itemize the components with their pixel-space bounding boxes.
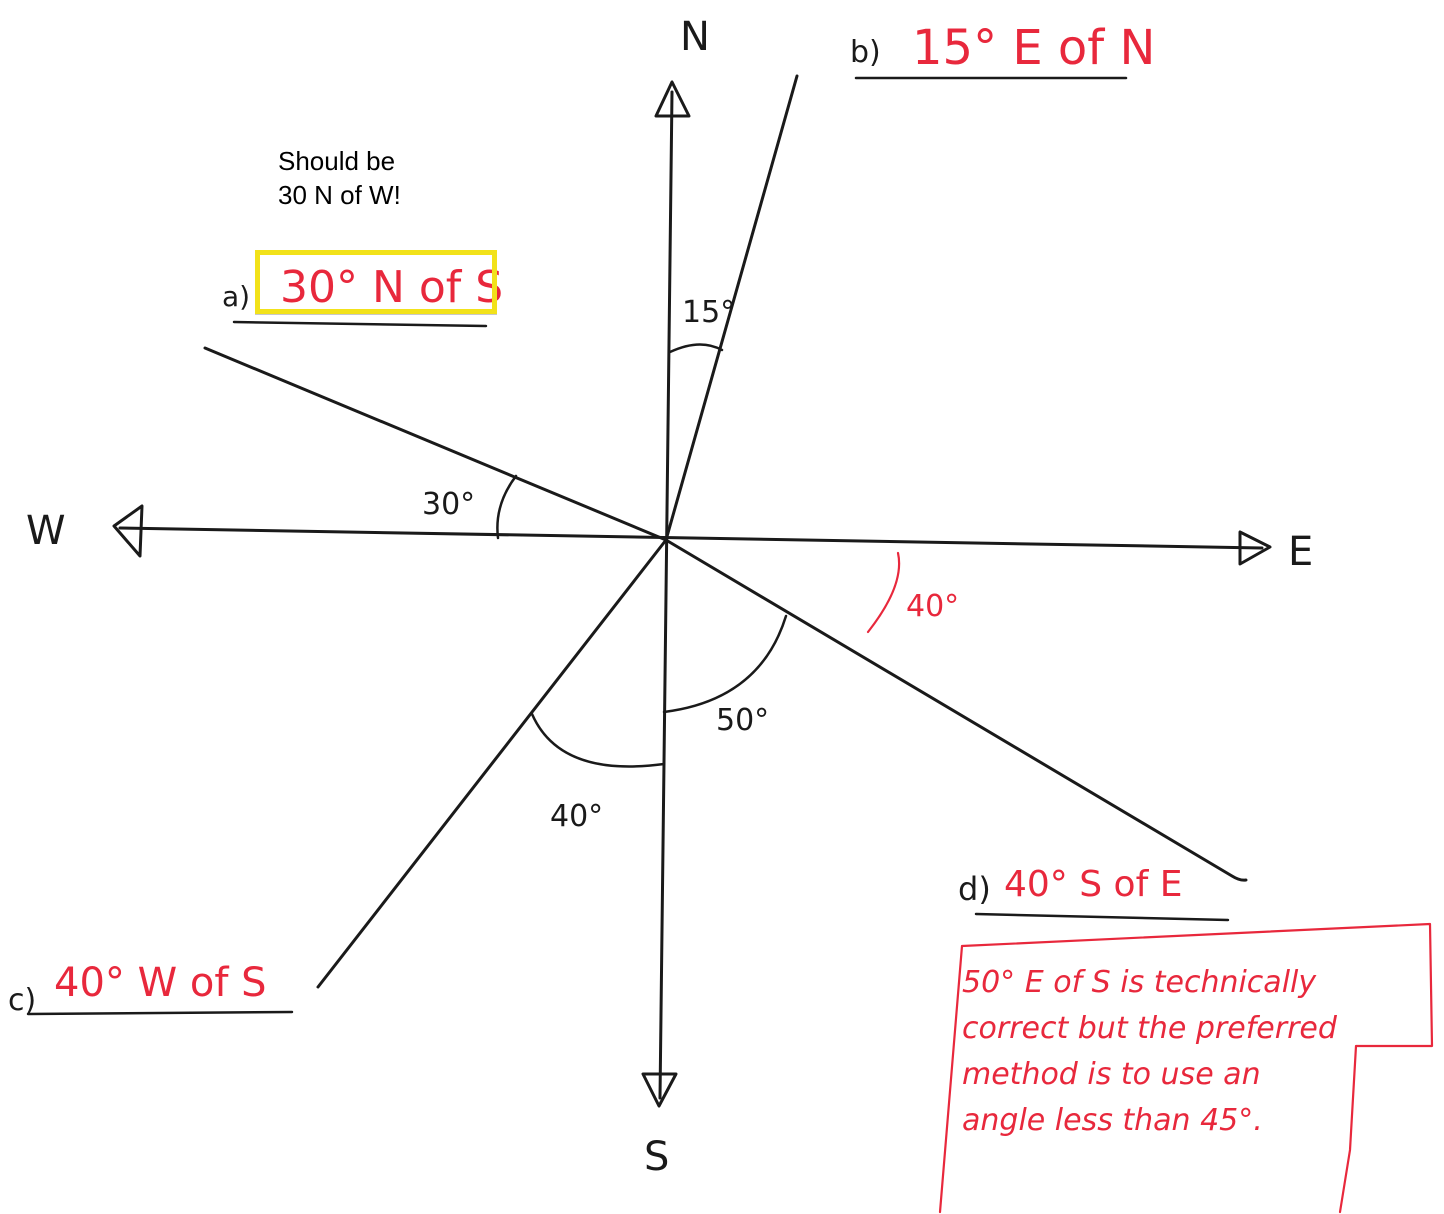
angle-label-40-south: 40° bbox=[550, 799, 603, 834]
explanation-line-3: method is to use an bbox=[962, 1057, 1261, 1092]
east-arrowhead bbox=[1238, 530, 1272, 566]
answer-b-text: 15° E of N bbox=[912, 20, 1155, 76]
north-label: N bbox=[680, 14, 710, 60]
answer-a-underline bbox=[232, 320, 488, 328]
angle-label-30: 30° bbox=[422, 487, 475, 522]
answer-a-text: 30° N of S bbox=[280, 262, 503, 313]
angle-arc-40-south bbox=[530, 712, 666, 768]
west-label: W bbox=[26, 508, 66, 554]
north-arrowhead bbox=[654, 80, 691, 118]
vector-a-line bbox=[203, 346, 668, 542]
answer-a-highlight bbox=[255, 250, 497, 314]
angle-label-50: 50° bbox=[716, 703, 769, 738]
south-label: S bbox=[644, 1134, 669, 1180]
vector-c-line bbox=[316, 538, 668, 989]
west-arrowhead bbox=[112, 504, 144, 558]
answer-d-underline bbox=[974, 912, 1230, 922]
answer-a-letter: a) bbox=[222, 280, 250, 313]
answer-c-text: 40° W of S bbox=[54, 960, 267, 1006]
explanation-box-outline bbox=[938, 922, 1434, 1214]
east-label: E bbox=[1288, 529, 1313, 575]
answer-c-letter: c) bbox=[8, 983, 36, 1018]
west-east-axis bbox=[118, 526, 1264, 550]
explanation-note: 50° E of S is technically correct but th… bbox=[962, 960, 1432, 1144]
explanation-line-2: correct but the preferred bbox=[962, 1011, 1337, 1046]
angle-label-15: 15° bbox=[682, 295, 735, 330]
angle-arc-30 bbox=[496, 474, 518, 540]
south-arrowhead bbox=[641, 1072, 678, 1108]
vector-b-line bbox=[664, 74, 799, 542]
angle-arc-40-east bbox=[866, 551, 901, 634]
vector-d-line bbox=[664, 538, 1248, 882]
north-south-axis bbox=[658, 90, 674, 1100]
explanation-line-1: 50° E of S is technically bbox=[962, 965, 1317, 1000]
answer-b-letter: b) bbox=[850, 35, 881, 70]
correction-note-line-2: 30 N of W! bbox=[278, 180, 401, 210]
angle-label-40-east: 40° bbox=[906, 589, 959, 624]
angle-arc-50 bbox=[662, 614, 788, 714]
correction-note: Should be 30 N of W! bbox=[278, 144, 401, 212]
explanation-line-4: angle less than 45°. bbox=[962, 1103, 1263, 1138]
angle-arc-15 bbox=[668, 343, 724, 354]
answer-d-text: 40° S of E bbox=[1004, 864, 1182, 905]
correction-note-line-1: Should be bbox=[278, 146, 396, 176]
answer-c-underline bbox=[26, 1010, 294, 1016]
answer-d-letter: d) bbox=[958, 870, 991, 908]
